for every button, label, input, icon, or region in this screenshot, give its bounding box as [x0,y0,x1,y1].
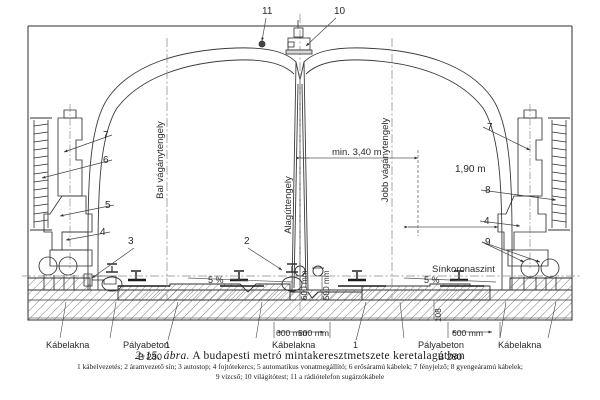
callout-6: 6 [103,155,109,166]
callout-4-left: 4 [100,227,106,238]
callout-leaders [41,17,557,341]
tunnel-bore-outlines [87,47,513,291]
left-equipment-assembly [30,104,93,290]
rail-level-label: Sínkoronaszint [432,264,495,275]
callout-1-left: 1 [165,340,170,350]
callout-4-right: 4 [484,216,490,227]
callout-8: 8 [485,185,491,196]
clear-height-dim: min. 3,40 m [332,147,382,158]
callout-10: 10 [334,6,346,17]
cable-shaft-left-label: Kábelakna [46,340,90,350]
callout-9: 9 [485,237,491,248]
clear-width-dim: 1,90 m [455,164,486,175]
cable-shaft-right-label: Kábelakna [498,340,542,350]
width-600-right-dim: 600 mm [452,328,483,338]
callout-numbers: 11 10 7 6 5 4 3 2 7 8 4 9 1 1 [100,6,493,350]
track-concrete-right-grade: B 280 [438,352,462,362]
figure-title-line: 2-15. ábra. A budapesti metró mintakeres… [0,350,600,362]
callout-1-right: 1 [353,340,358,350]
track-concrete-left-label: Pályabeton [123,340,169,350]
cable-shaft-centre-label: Kábelakna [272,340,316,350]
width-600-left-dim: 600 mm [276,328,307,338]
callout-5: 5 [105,200,111,211]
callout-2: 2 [244,236,250,247]
figure-number: 2-15. [135,350,161,362]
figure-legend-line-2: 9 vízcső; 10 világítótest; 11 a rádiótel… [215,371,385,381]
callout-3: 3 [128,236,134,247]
callout-7-left: 7 [103,130,109,141]
figure-title-text: A budapesti metró mintakeresztmetszete k… [192,350,465,362]
conductor-rails [101,263,303,292]
top-centre-fittings [258,20,313,55]
tunnel-axis-label: Alagúttengely [283,176,294,234]
slope-right-label: 5 % [424,275,440,285]
width-500-dim-visible: 500 mm [298,328,329,338]
figure-abra-word: ábra. [163,350,190,362]
dimension-lines [187,150,501,338]
figure-legend-line-1: 1 kábelvezetés; 2 áramvezető sín; 3 auto… [77,362,523,371]
autostop-device [83,273,117,287]
callout-11: 11 [262,6,273,17]
left-track-axis-label: Bal vágánytengely [155,121,166,199]
height-600-dim: 600 mm [300,270,309,300]
slope-left-label: 5 % [208,275,224,285]
track-concrete-left-grade: B 280 [138,352,162,362]
track-concrete-right-label: Pályabeton [418,340,464,350]
figure-caption-block: 2-15. ábra. A budapesti metró mintakeres… [0,350,600,382]
height-500-dim: 500 mm [322,270,331,300]
thickness-108-dim: 108 [434,308,443,322]
right-track-axis-label: Jobb vágánytengely [380,118,391,203]
callout-7-right: 7 [487,122,493,133]
